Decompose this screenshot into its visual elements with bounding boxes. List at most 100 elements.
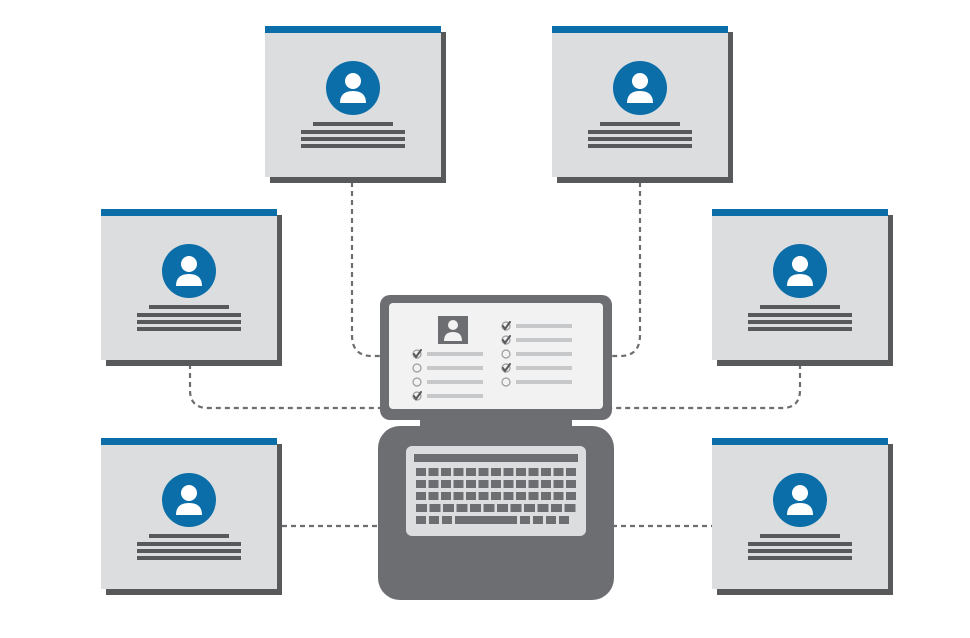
- keyboard-key: [416, 516, 426, 524]
- keyboard-key: [553, 480, 564, 488]
- keyboard-key: [466, 480, 476, 488]
- keyboard-key: [566, 468, 576, 476]
- keyboard-key: [528, 480, 539, 488]
- keyboard-key: [528, 492, 539, 500]
- checklist-item: [412, 391, 483, 401]
- keyboard-key: [416, 480, 426, 488]
- keyboard-key: [503, 492, 514, 500]
- keyboard-key: [429, 516, 439, 524]
- keyboard-key: [528, 468, 539, 476]
- keyboard-key: [442, 516, 452, 524]
- keyboard-key: [428, 480, 439, 488]
- text-line: [149, 305, 229, 309]
- text-line: [748, 542, 852, 546]
- checklist-item: [501, 321, 572, 331]
- checklist-line: [427, 380, 483, 384]
- text-line: [748, 556, 852, 560]
- keyboard-key: [541, 468, 551, 476]
- checklist-line: [516, 324, 572, 328]
- check-circle: [412, 377, 422, 387]
- profile-card-mid-right: [712, 209, 893, 366]
- user-avatar-icon: [162, 473, 216, 527]
- keyboard-key: [524, 504, 535, 512]
- checklist-item: [501, 349, 572, 359]
- card-header-bar: [712, 209, 888, 216]
- text-line: [588, 137, 692, 141]
- profile-card-bottom-left: [101, 438, 282, 595]
- check-circle: [412, 363, 422, 373]
- user-avatar-icon: [773, 473, 827, 527]
- text-line: [137, 549, 241, 553]
- text-line: [760, 305, 840, 309]
- keyboard-key: [478, 468, 489, 476]
- text-line: [748, 549, 852, 553]
- keyboard-key: [491, 480, 501, 488]
- profile-card-top-right: [552, 26, 733, 183]
- keyboard-key: [416, 468, 426, 476]
- connector-top-left: [350, 182, 385, 358]
- keyboard-key: [520, 516, 530, 524]
- text-line: [588, 130, 692, 134]
- keyboard-key: [428, 468, 439, 476]
- text-line: [748, 313, 852, 317]
- keyboard-key: [533, 516, 543, 524]
- text-line: [149, 534, 229, 538]
- keyboard-key: [503, 480, 514, 488]
- keyboard-key: [553, 492, 564, 500]
- keyboard-key: [443, 504, 454, 512]
- keyboard-key: [456, 504, 468, 512]
- keyboard-key: [441, 468, 451, 476]
- keyboard-key: [541, 492, 551, 500]
- screen-checklist: [412, 321, 572, 401]
- screen-avatar-head: [448, 320, 458, 330]
- card-header-bar: [101, 438, 277, 445]
- keyboard-key: [491, 492, 501, 500]
- checklist-line: [516, 338, 572, 342]
- keyboard-key: [566, 492, 576, 500]
- check-mark-icon: [413, 349, 422, 359]
- keyboard-key: [416, 504, 427, 512]
- card-text-lines: [137, 534, 241, 560]
- profile-card-top-left: [265, 26, 446, 183]
- checklist-item: [501, 335, 572, 345]
- checklist-line: [516, 366, 572, 370]
- keyboard-key: [564, 504, 576, 512]
- card-header-bar: [265, 26, 441, 33]
- text-line: [600, 122, 680, 126]
- keyboard-key: [497, 504, 508, 512]
- text-line: [588, 144, 692, 148]
- text-line: [301, 144, 405, 148]
- keyboard-key: [559, 516, 569, 524]
- connector-top-right: [608, 182, 642, 358]
- check-mark-icon: [502, 321, 511, 331]
- profile-card-bottom-right: [712, 438, 893, 595]
- keyboard-key: [453, 468, 464, 476]
- connector-mid-left: [188, 364, 385, 410]
- checklist-line: [427, 394, 483, 398]
- text-line: [301, 130, 405, 134]
- checklist-item: [412, 349, 483, 359]
- check-mark-icon: [502, 335, 511, 345]
- keyboard-key: [551, 504, 562, 512]
- connector-mid-right: [608, 364, 802, 410]
- keyboard-spacebar: [455, 516, 517, 524]
- text-line: [137, 542, 241, 546]
- checklist-line: [427, 366, 483, 370]
- card-text-lines: [588, 122, 692, 148]
- text-line: [137, 556, 241, 560]
- user-avatar-icon: [613, 61, 667, 115]
- keyboard-key: [541, 480, 551, 488]
- card-header-bar: [712, 438, 888, 445]
- checklist-line: [516, 352, 572, 356]
- text-line: [137, 327, 241, 331]
- card-text-lines: [748, 534, 852, 560]
- text-line: [313, 122, 393, 126]
- checklist-item: [501, 377, 572, 387]
- keyboard-key: [428, 492, 439, 500]
- check-circle: [501, 377, 511, 387]
- checklist-item: [501, 363, 572, 373]
- keyboard-key: [416, 492, 426, 500]
- user-avatar-icon: [162, 244, 216, 298]
- keyboard-key: [516, 468, 526, 476]
- laptop-icon: [378, 295, 614, 600]
